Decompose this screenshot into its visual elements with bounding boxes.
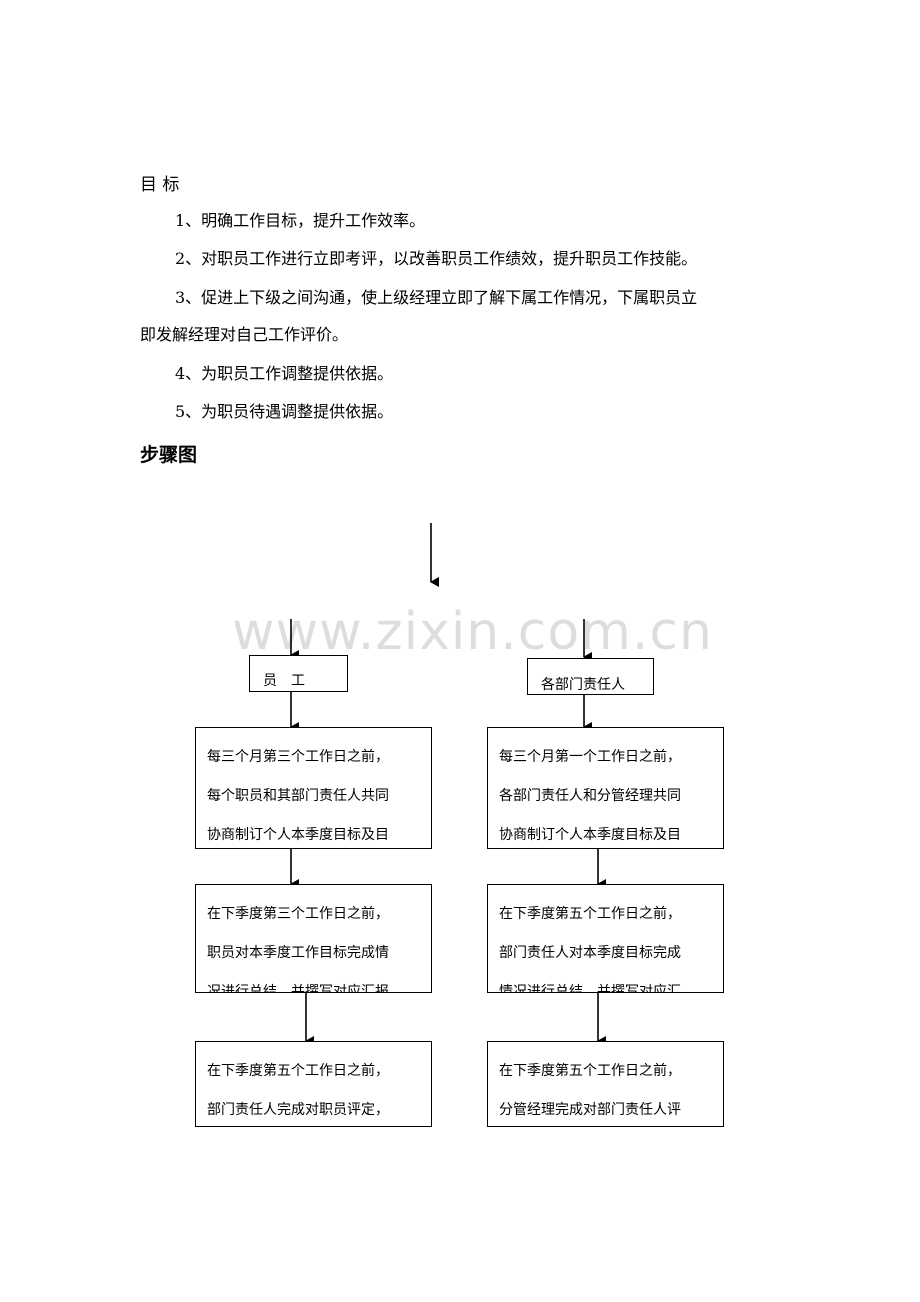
right-step-2: 在下季度第五个工作日之前， 部门责任人对本季度目标完成 情况进行总结，并撰写对应…	[487, 884, 724, 993]
right-step-2-line-2: 部门责任人对本季度目标完成	[499, 945, 681, 961]
left-step-1-line-3: 协商制订个人本季度目标及目	[207, 827, 389, 843]
left-step-1-line-2: 每个职员和其部门责任人共同	[207, 788, 389, 804]
goal-item-1: 1、明确工作目标，提升工作效率。	[175, 211, 426, 230]
department-head-label: 各部门责任人	[541, 677, 625, 693]
goals-heading: 目 标	[140, 175, 180, 195]
left-step-3-line-1: 在下季度第五个工作日之前，	[207, 1063, 389, 1079]
left-step-1-line-1: 每三个月第三个工作日之前，	[207, 749, 389, 765]
right-step-1: 每三个月第一个工作日之前， 各部门责任人和分管经理共同 协商制订个人本季度目标及…	[487, 727, 724, 849]
left-step-1: 每三个月第三个工作日之前， 每个职员和其部门责任人共同 协商制订个人本季度目标及…	[195, 727, 432, 849]
right-step-3: 在下季度第五个工作日之前， 分管经理完成对部门责任人评	[487, 1041, 724, 1127]
right-step-1-line-2: 各部门责任人和分管经理共同	[499, 788, 681, 804]
right-step-1-line-3: 协商制订个人本季度目标及目	[499, 827, 681, 843]
left-step-2-line-1: 在下季度第三个工作日之前，	[207, 906, 389, 922]
left-step-2: 在下季度第三个工作日之前， 职员对本季度工作目标完成情 况进行总结，并撰写对应汇…	[195, 884, 432, 993]
goal-item-3: 3、促进上下级之间沟通，使上级经理立即了解下属工作情况，下属职员立	[175, 288, 698, 307]
left-step-2-line-3: 况进行总结，并撰写对应汇报	[207, 984, 389, 993]
left-step-3-line-2: 部门责任人完成对职员评定，	[207, 1102, 389, 1118]
goal-item-5: 5、为职员待遇调整提供依据。	[175, 402, 394, 421]
goal-item-3-continued: 即发解经理对自己工作评价。	[140, 325, 349, 344]
department-head-label-box: 各部门责任人	[527, 658, 654, 695]
right-step-1-line-1: 每三个月第一个工作日之前，	[499, 749, 681, 765]
right-step-3-line-2: 分管经理完成对部门责任人评	[499, 1102, 681, 1118]
employee-label-box: 员 工	[249, 655, 348, 692]
right-step-2-line-3: 情况进行总结，并撰写对应汇	[499, 984, 681, 993]
left-step-2-line-2: 职员对本季度工作目标完成情	[207, 945, 389, 961]
right-step-3-line-1: 在下季度第五个工作日之前，	[499, 1063, 681, 1079]
flowchart-heading: 步骤图	[140, 444, 198, 466]
goal-item-2: 2、对职员工作进行立即考评，以改善职员工作绩效，提升职员工作技能。	[175, 249, 698, 268]
right-step-2-line-1: 在下季度第五个工作日之前，	[499, 906, 681, 922]
goal-item-4: 4、为职员工作调整提供依据。	[175, 364, 394, 383]
left-step-3: 在下季度第五个工作日之前， 部门责任人完成对职员评定，	[195, 1041, 432, 1127]
employee-label: 员 工	[263, 673, 305, 689]
